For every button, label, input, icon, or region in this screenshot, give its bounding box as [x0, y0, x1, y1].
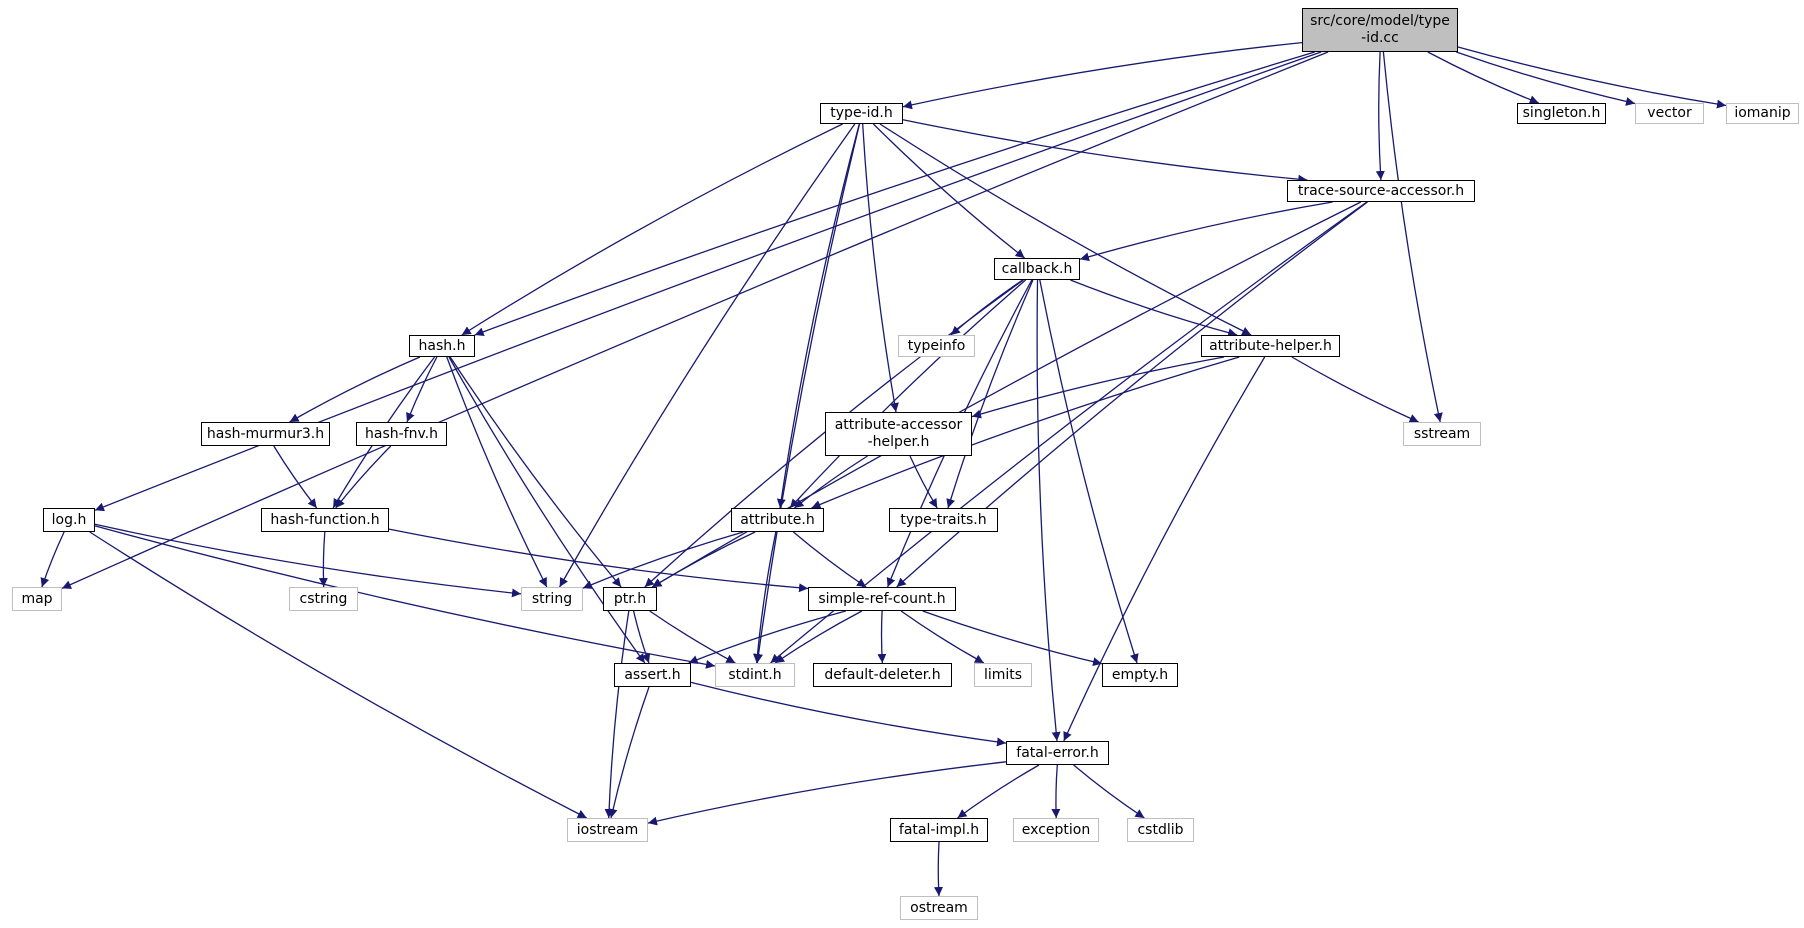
- node-ostream: ostream: [900, 896, 978, 920]
- node-fatal-impl-h[interactable]: fatal-impl.h: [890, 818, 988, 842]
- edge-callback-h-to-typeinfo: [950, 279, 1023, 336]
- edge-callback-h-to-fatal-error-h: [1036, 279, 1061, 742]
- node-hash-function-h[interactable]: hash-function.h: [261, 508, 389, 532]
- node-log-h[interactable]: log.h: [43, 508, 95, 532]
- node-sstream: sstream: [1403, 422, 1481, 446]
- edge-fatal-error-h-to-exception: [1051, 764, 1061, 819]
- edge-type-id-h-to-stdint-h: [754, 123, 861, 664]
- edge-assert-h-to-fatal-error-h: [690, 681, 1007, 747]
- node-exception: exception: [1013, 818, 1099, 842]
- edge-fatal-error-h-to-fatal-impl-h: [957, 764, 1040, 819]
- edge-fatal-error-h-to-cstdlib: [1073, 764, 1145, 819]
- edge-type-id-h-to-string: [559, 123, 856, 588]
- edge-simple-ref-count-h-to-limits: [900, 610, 985, 664]
- node-type-id-h[interactable]: type-id.h: [820, 103, 903, 124]
- node-cstring: cstring: [289, 587, 358, 611]
- node-trace-source-accessor-h[interactable]: trace-source-accessor.h: [1287, 180, 1475, 202]
- edge-log-h-to-stdint-h: [94, 525, 716, 669]
- node-hash-fnv-h[interactable]: hash-fnv.h: [356, 422, 447, 446]
- edge-attribute-helper-h-to-sstream: [1291, 356, 1419, 423]
- edge-callback-h-to-empty-h: [1039, 279, 1139, 664]
- edge-root-to-trace-source-accessor-h: [1375, 51, 1385, 181]
- edge-attribute-accessor-helper-h-to-type-traits-h: [909, 455, 938, 509]
- edge-fatal-error-h-to-iostream: [647, 761, 1007, 826]
- edge-attribute-h-to-stdint-h: [753, 531, 777, 664]
- edge-fatal-impl-h-to-ostream: [934, 841, 943, 897]
- edge-callback-h-to-attribute-helper-h: [1070, 279, 1238, 338]
- edge-log-h-to-iostream: [89, 531, 587, 819]
- edge-hash-h-to-hash-murmur3-h: [289, 356, 421, 423]
- node-map: map: [12, 587, 62, 611]
- edge-type-id-h-to-attribute-helper-h: [879, 123, 1252, 336]
- node-string: string: [521, 587, 583, 611]
- node-hash-h[interactable]: hash.h: [409, 335, 475, 357]
- node-limits: limits: [974, 663, 1032, 687]
- edge-type-id-h-to-hash-h: [461, 123, 843, 336]
- edge-attribute-h-to-ptr-h: [652, 531, 756, 588]
- node-fatal-error-h[interactable]: fatal-error.h: [1006, 741, 1109, 765]
- node-attribute-h[interactable]: attribute.h: [731, 508, 824, 532]
- edge-hash-function-h-to-simple-ref-count-h: [388, 528, 809, 593]
- edge-type-id-h-to-callback-h: [872, 123, 1026, 259]
- edge-simple-ref-count-h-to-stdint-h: [774, 610, 863, 664]
- edge-root-to-type-id-h: [902, 41, 1303, 110]
- edge-attribute-helper-h-to-attribute-h: [811, 356, 1240, 509]
- edge-attribute-helper-h-to-fatal-error-h: [1063, 356, 1266, 742]
- edge-simple-ref-count-h-to-default-deleter-h: [877, 610, 887, 664]
- edge-type-id-h-to-trace-source-accessor-h: [902, 119, 1308, 184]
- node-ptr-h[interactable]: ptr.h: [603, 587, 657, 611]
- node-root-type-id-cc: src/core/model/type -id.cc: [1302, 8, 1458, 52]
- edge-assert-h-to-iostream: [608, 686, 650, 819]
- node-type-traits-h[interactable]: type-traits.h: [889, 508, 998, 532]
- edge-ptr-h-to-iostream: [604, 610, 630, 819]
- edge-attribute-helper-h-to-attribute-accessor-helper-h: [971, 356, 1225, 419]
- edge-root-to-sstream: [1382, 51, 1443, 423]
- node-cstdlib: cstdlib: [1127, 818, 1194, 842]
- edge-type-id-h-to-attribute-h: [776, 123, 860, 509]
- edge-type-id-h-to-attribute-accessor-helper-h: [862, 123, 899, 413]
- node-callback-h[interactable]: callback.h: [994, 258, 1080, 280]
- edge-trace-source-accessor-h-to-callback-h: [1079, 201, 1333, 262]
- node-default-deleter-h[interactable]: default-deleter.h: [813, 663, 952, 687]
- edge-ptr-h-to-assert-h: [632, 610, 651, 664]
- edge-callback-h-to-attribute-h: [789, 279, 1027, 509]
- edge-log-h-to-string: [94, 523, 522, 598]
- edge-callback-h-to-type-traits-h: [946, 279, 1034, 509]
- edge-ptr-h-to-stdint-h: [649, 610, 736, 664]
- edge-log-h-to-map: [40, 531, 65, 588]
- node-empty-h[interactable]: empty.h: [1102, 663, 1178, 687]
- edge-hash-h-to-hash-fnv-h: [406, 356, 438, 423]
- edge-root-to-map: [61, 51, 1329, 589]
- node-hash-murmur3-h[interactable]: hash-murmur3.h: [201, 422, 330, 446]
- edge-hash-function-h-to-cstring: [318, 531, 328, 588]
- node-singleton-h[interactable]: singleton.h: [1517, 103, 1606, 124]
- edge-hash-h-to-string: [446, 356, 548, 588]
- edge-attribute-h-to-string: [582, 531, 744, 589]
- edge-root-to-hash-h: [474, 51, 1315, 337]
- edge-attribute-h-to-simple-ref-count-h: [792, 531, 867, 588]
- node-simple-ref-count-h[interactable]: simple-ref-count.h: [808, 587, 956, 611]
- edge-root-to-vector: [1456, 51, 1636, 106]
- node-attribute-accessor-helper-h[interactable]: attribute-accessor -helper.h: [825, 412, 972, 456]
- edge-simple-ref-count-h-to-empty-h: [922, 610, 1103, 667]
- node-typeinfo: typeinfo: [898, 335, 975, 357]
- edge-hash-fnv-h-to-hash-function-h: [335, 445, 392, 509]
- edge-hash-murmur3-h-to-hash-function-h: [273, 445, 318, 509]
- edge-root-to-iomanip: [1457, 46, 1727, 109]
- node-iomanip: iomanip: [1726, 103, 1799, 124]
- node-attribute-helper-h[interactable]: attribute-helper.h: [1201, 335, 1340, 357]
- edge-simple-ref-count-h-to-assert-h: [688, 610, 846, 664]
- edge-root-to-singleton-h: [1427, 51, 1539, 104]
- edge-attribute-accessor-helper-h-to-attribute-h: [793, 455, 868, 509]
- node-vector: vector: [1635, 103, 1704, 124]
- edge-hash-h-to-ptr-h: [449, 356, 622, 588]
- node-stdint-h: stdint.h: [715, 663, 795, 687]
- node-iostream: iostream: [567, 818, 648, 842]
- edge-hash-h-to-assert-h: [448, 356, 646, 664]
- node-assert-h[interactable]: assert.h: [614, 663, 691, 687]
